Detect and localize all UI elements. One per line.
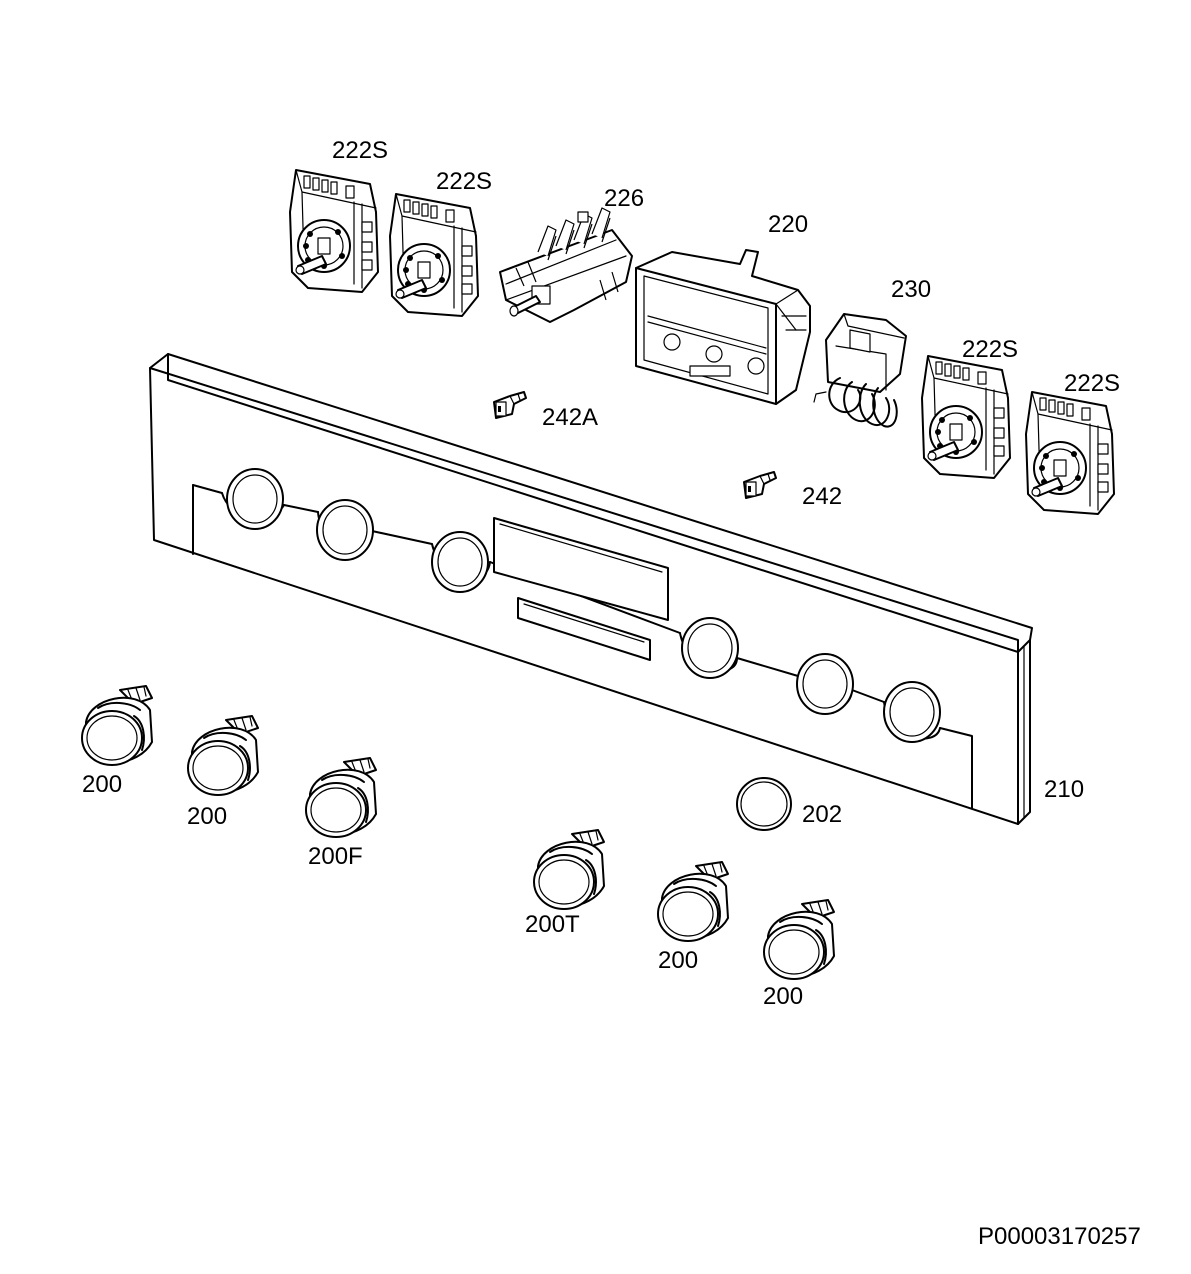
rotary-switch-1 [289, 169, 379, 293]
label-ring: 202 [802, 801, 842, 828]
drawing-code: P00003170257 [978, 1223, 1141, 1250]
label-control-panel: 210 [1044, 776, 1084, 803]
label-connector-242: 242 [802, 483, 842, 510]
knob-1 [81, 685, 153, 766]
label-thermostat: 230 [891, 276, 931, 303]
label-switch-2: 222S [436, 168, 492, 195]
knob-2 [187, 715, 259, 796]
knob-6 [763, 899, 835, 980]
rotary-switch-2 [389, 193, 479, 317]
label-display-housing: 220 [768, 211, 808, 238]
knob-5 [657, 861, 729, 942]
label-connector-242a: 242A [542, 404, 598, 431]
control-panel [149, 353, 1033, 825]
label-knob-6: 200 [763, 983, 803, 1010]
label-switch-4: 222S [1064, 370, 1120, 397]
knob-t [533, 829, 605, 910]
ring [736, 777, 792, 831]
label-knob-5: 200 [658, 947, 698, 974]
label-switch-1: 222S [332, 137, 388, 164]
label-knob-t: 200T [525, 911, 580, 938]
rotary-switch-3 [921, 355, 1011, 479]
label-knob-1: 200 [82, 771, 122, 798]
display-housing [635, 249, 811, 405]
connector-242 [743, 471, 777, 499]
rotary-switch-4 [1025, 391, 1115, 515]
knob-f [305, 757, 377, 838]
function-selector [499, 207, 633, 323]
label-knob-f: 200F [308, 843, 363, 870]
connector-242a [493, 391, 527, 419]
label-knob-2: 200 [187, 803, 227, 830]
thermostat [813, 313, 907, 428]
label-switch-3: 222S [962, 336, 1018, 363]
label-selector: 226 [604, 185, 644, 212]
